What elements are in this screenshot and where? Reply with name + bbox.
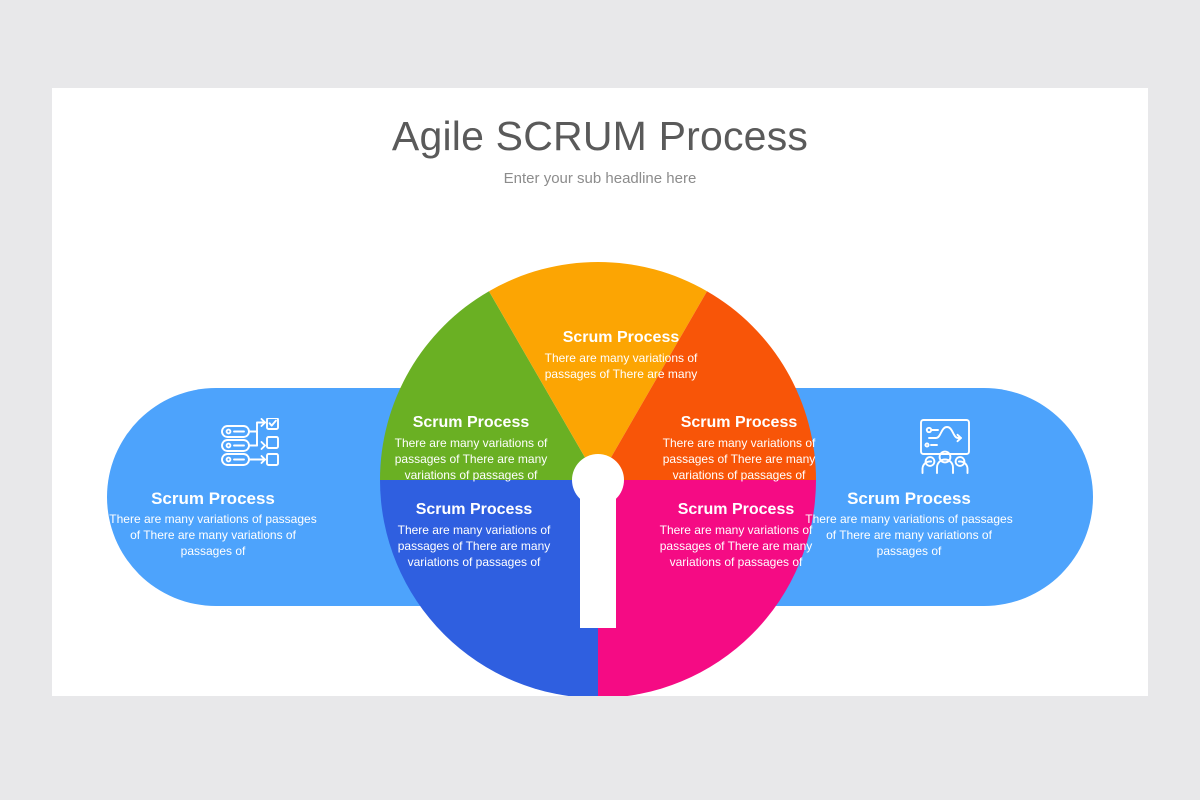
red-orange-wedge-shape[interactable] bbox=[598, 291, 816, 480]
page-title: Agile SCRUM Process bbox=[391, 113, 809, 159]
green-wedge-shape[interactable] bbox=[380, 291, 598, 480]
page-subtitle: Enter your sub headline here bbox=[503, 170, 697, 187]
diagram-shapes bbox=[107, 261, 1093, 696]
scrum-process-diagram: Scrum Process There are many variations … bbox=[52, 88, 1148, 696]
orange-wedge-shape[interactable] bbox=[489, 261, 707, 480]
pink-wedge-shape[interactable] bbox=[598, 480, 816, 696]
slide-canvas: Agile SCRUM Process Enter your sub headl… bbox=[52, 88, 1148, 696]
blue-wedge-shape[interactable] bbox=[380, 480, 598, 696]
